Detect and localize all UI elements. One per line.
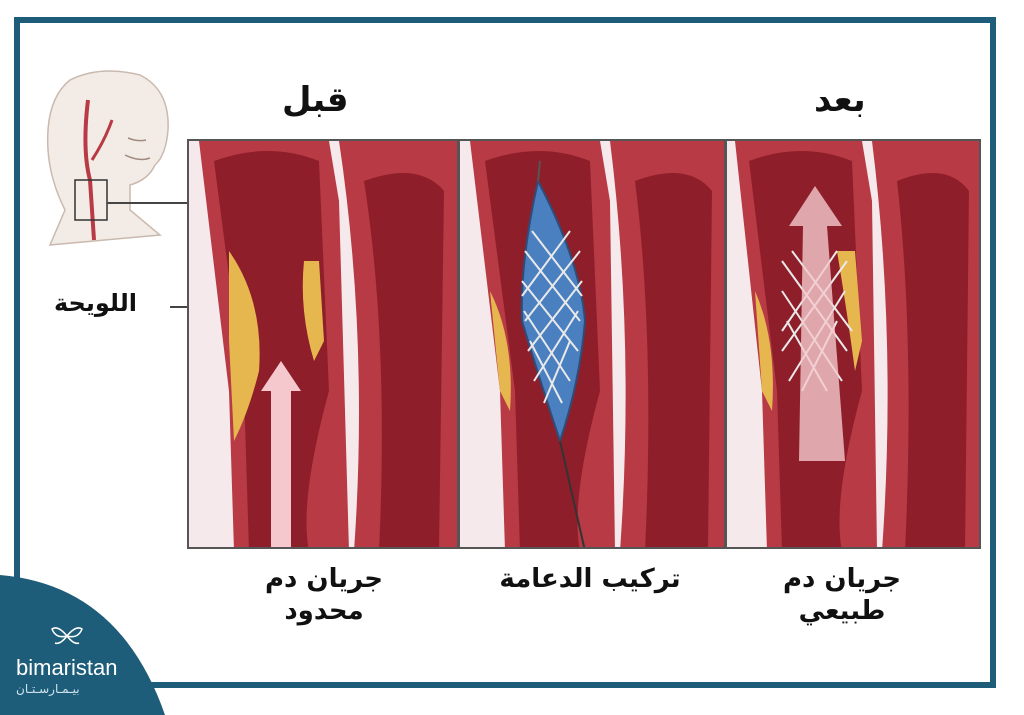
stent-mesh <box>521 230 583 404</box>
caption-restricted-line1: جريان دم <box>264 564 384 594</box>
neck-highlight-box <box>74 179 108 221</box>
normal-flow-arrow <box>789 186 845 461</box>
caption-normal-flow: جريان دم طبيعي <box>742 563 942 627</box>
brand-name: bimaristan <box>16 655 118 680</box>
title-before: قبل <box>282 80 349 120</box>
caption-stent-placement: تركيب الدعامة <box>470 563 710 595</box>
panel-after <box>725 139 981 549</box>
caption-normal-line1: جريان دم <box>782 564 902 594</box>
logo-background <box>0 575 165 715</box>
caption-restricted-line2: محدود <box>284 596 364 626</box>
panel-stent <box>458 139 726 549</box>
head-neck-illustration <box>46 70 190 246</box>
caption-restricted-flow: جريان دم محدود <box>224 563 424 627</box>
brand-arabic-name: بيـمـارسـتـان <box>16 682 80 696</box>
title-after: بعد <box>814 80 866 120</box>
stent-balloon <box>520 178 587 445</box>
panel-before <box>187 139 459 549</box>
plaque-label: اللويحة <box>54 289 137 317</box>
catheter-wire <box>559 440 586 547</box>
caption-stent-line: تركيب الدعامة <box>499 564 681 594</box>
plaque-deposit <box>229 251 260 441</box>
butterfly-icon <box>51 627 83 645</box>
caption-normal-line2: طبيعي <box>798 596 886 626</box>
restricted-flow-arrow <box>261 361 301 547</box>
